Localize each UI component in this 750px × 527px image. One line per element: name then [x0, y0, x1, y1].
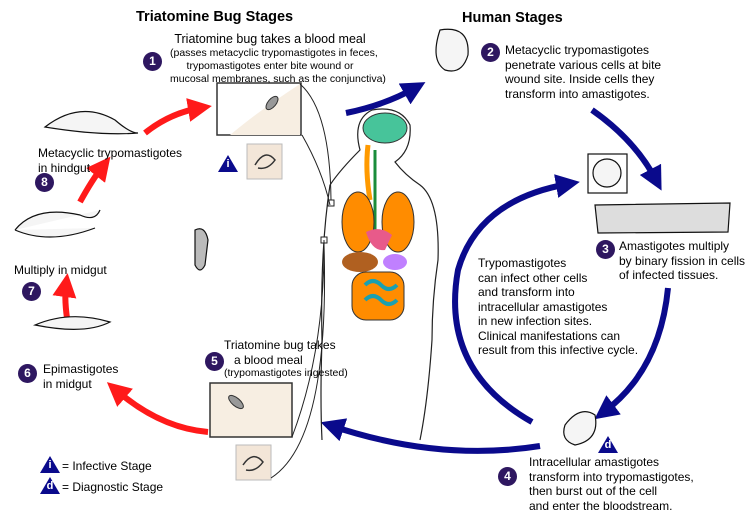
arrow-reinfection-cycle — [452, 174, 580, 425]
step-3-badge: 3 — [596, 240, 615, 259]
trypomastigote-bite-site — [435, 28, 469, 72]
legend-infective-label: = Infective Stage — [62, 459, 152, 473]
diagnostic-stage-symbol: d — [604, 439, 612, 451]
step-6-text: Epimastigotes in midgut — [43, 362, 118, 391]
step-7-text: Multiply in midgut — [14, 263, 107, 277]
note-line: in new infection sites. — [478, 314, 593, 328]
arrow-1-to-2 — [345, 82, 426, 116]
infective-stage-icon: i — [218, 155, 238, 172]
step-2-line: transform into amastigotes. — [505, 86, 650, 101]
reinfection-cycle-note: Trypomastigotes can infect other cells a… — [478, 256, 638, 358]
metacyclic-trypomastigote-hindgut — [43, 110, 139, 135]
note-line: result from this infective cycle. — [478, 343, 639, 357]
human-stages-title: Human Stages — [462, 10, 563, 26]
infective-stage-symbol: i — [226, 158, 230, 170]
step-6-line: in midgut — [43, 376, 92, 391]
note-line: Trypomastigotes — [478, 256, 567, 270]
bug-icon — [194, 228, 209, 271]
epimastigote-midgut — [32, 316, 112, 330]
step-6-line: Epimastigotes — [43, 362, 119, 376]
bug-stages-title: Triatomine Bug Stages — [136, 9, 294, 25]
arrow-2-to-3 — [590, 107, 662, 191]
step-4-line: then burst out of the cell — [529, 484, 658, 498]
step-2-line: wound site. Inside cells they — [505, 72, 655, 86]
step-1-line: (passes metacyclic trypomastigotes in fe… — [170, 46, 378, 59]
step-8-line: Metacyclic trypomastigotes — [38, 146, 183, 160]
step-5-badge: 5 — [205, 352, 224, 371]
step-3-line: by binary fission in cells — [619, 253, 746, 268]
note-line: can infect other cells — [478, 270, 588, 285]
step-2-line: Metacyclic trypomastigotes — [505, 43, 650, 57]
step-1-line: trypomastigotes enter bite wound or — [186, 59, 354, 72]
step-4-line: Intracellular amastigotes — [529, 455, 660, 469]
note-line: Clinical manifestations can — [478, 328, 621, 343]
note-line: and transform into — [478, 285, 575, 299]
step-4-line: transform into trypomastigotes, — [529, 469, 694, 484]
step-4-line: and enter the bloodstream. — [529, 498, 673, 513]
step-1-line: Triatomine bug takes a blood meal — [174, 32, 366, 46]
step-5-line: a blood meal — [234, 352, 303, 367]
legend-diagnostic-symbol: d — [46, 480, 54, 492]
step-8-text: Metacyclic trypomastigotes in hindgut — [38, 146, 182, 175]
step-1-text: Triatomine bug takes a blood meal (passe… — [170, 32, 386, 86]
arrow-5-to-6 — [106, 382, 209, 435]
step-3-text: Amastigotes multiply by binary fission i… — [619, 239, 745, 283]
step-2-line: penetrate various cells at bite — [505, 57, 662, 72]
step-1-line: mucosal membranes, such as the conjuncti… — [170, 72, 386, 85]
parasite-illustrations — [14, 28, 731, 446]
diagnostic-stage-icon: d — [598, 436, 618, 453]
trypomastigote-bloodstream — [563, 411, 597, 446]
step-5-line: (trypomastigotes ingested) — [224, 367, 348, 379]
human-figure — [270, 83, 439, 479]
step-3-line: of infected tissues. — [619, 268, 719, 282]
step-8-line: in hindgut — [38, 160, 91, 175]
arrow-4-to-5 — [320, 418, 541, 454]
bite-illustration-5 — [209, 382, 293, 481]
legend-infective-icon: i — [40, 456, 60, 473]
step-8-badge: 8 — [35, 173, 54, 192]
step-5-text: Triatomine bug takes a blood meal (trypo… — [224, 338, 348, 380]
arrow-3-to-4 — [594, 287, 671, 420]
arrow-7-to-8 — [77, 156, 111, 204]
arrow-8-to-1 — [143, 98, 212, 136]
infected-tissue — [594, 202, 731, 234]
step-6-badge: 6 — [18, 364, 37, 383]
note-line: intracellular amastigotes — [478, 299, 608, 314]
legend-infective-symbol: i — [48, 459, 52, 471]
step-3-line: Amastigotes multiply — [619, 239, 730, 253]
bite-illustration-1 — [216, 82, 302, 180]
step-2-text: Metacyclic trypomastigotes penetrate var… — [505, 43, 661, 101]
step-4-text: Intracellular amastigotes transform into… — [529, 455, 694, 513]
step-4-badge: 4 — [498, 467, 517, 486]
step-7-badge: 7 — [22, 282, 41, 301]
legend-diagnostic-label: = Diagnostic Stage — [62, 480, 164, 494]
epimastigote-midgut-multiply — [14, 209, 101, 238]
legend-diagnostic-icon: d — [40, 477, 60, 494]
step-5-line: Triatomine bug takes — [224, 338, 336, 352]
step-2-badge: 2 — [481, 43, 500, 62]
step-1-badge: 1 — [143, 52, 162, 71]
